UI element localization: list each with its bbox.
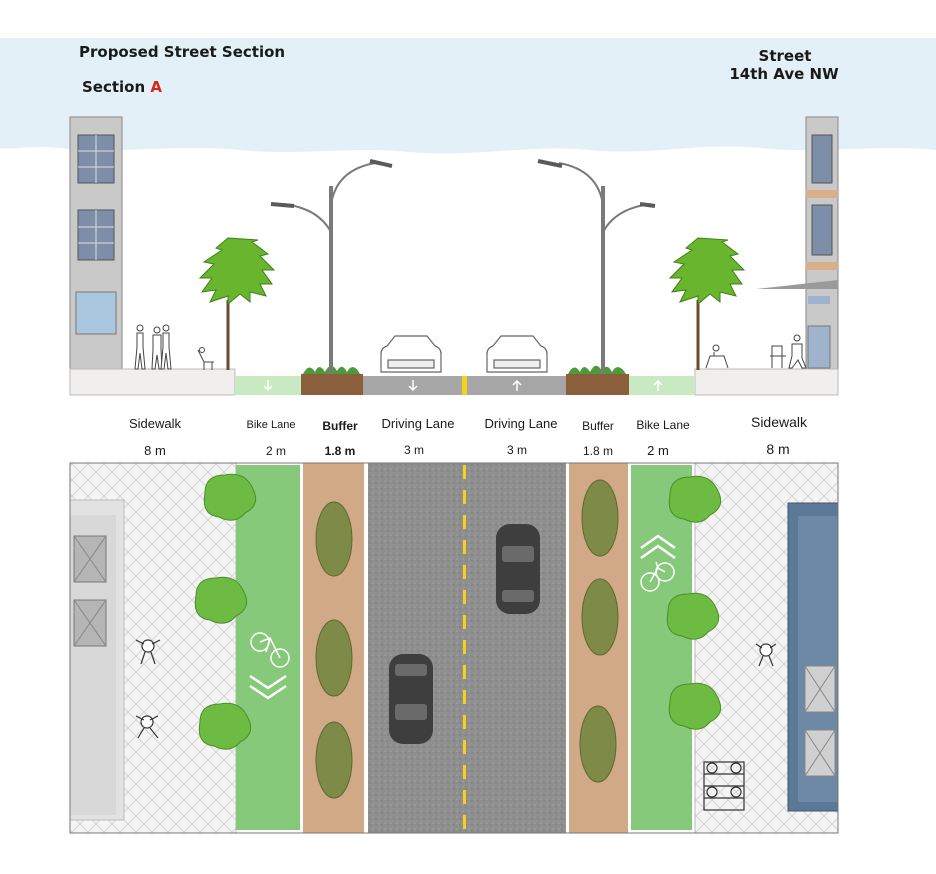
car-icon xyxy=(389,524,540,744)
section-letter: A xyxy=(150,78,162,96)
bicycle-icon xyxy=(250,561,675,668)
zone-width-sidewalk-right: 8 m xyxy=(766,441,790,457)
pedestrian-icon xyxy=(135,639,777,739)
bench-icon xyxy=(197,347,214,370)
zone-width-driving-lane-left: 3 m xyxy=(403,443,425,457)
centerline xyxy=(463,465,466,829)
zone-label-bike-lane-left: Bike Lane xyxy=(246,419,296,431)
street-label: Street xyxy=(758,47,812,65)
building-icon xyxy=(69,499,125,821)
tree-icon xyxy=(198,237,746,370)
car-icon xyxy=(380,335,548,373)
chevron-icon xyxy=(249,534,676,700)
pedestrian-icon xyxy=(134,324,172,370)
street-name: 14th Ave NW xyxy=(729,65,839,83)
bench-icon xyxy=(705,334,807,369)
diagram-title: Proposed Street Section xyxy=(79,43,286,61)
section-prefix: Section xyxy=(82,78,151,96)
zone-width-bike-lane-left: 2 m xyxy=(265,444,287,458)
zone-width-sidewalk-left: 8 m xyxy=(144,443,166,458)
shrub-icon xyxy=(315,479,619,799)
zone-label-sidewalk-right: Sidewalk xyxy=(750,414,808,430)
direction-arrow-icon xyxy=(263,379,663,392)
building-icon xyxy=(756,116,839,370)
zone-width-buffer-right: 1.8 m xyxy=(582,444,614,458)
zone-label-sidewalk-left: Sidewalk xyxy=(128,416,182,431)
zone-label-bike-lane-right: Bike Lane xyxy=(636,418,690,432)
sky-background xyxy=(0,38,936,154)
street-light-icon xyxy=(270,159,656,374)
zone-label-buffer-left: Buffer xyxy=(322,419,358,433)
tree-icon xyxy=(194,473,722,750)
street-elevation xyxy=(69,116,839,396)
zone-label-buffer-right: Buffer xyxy=(582,419,614,433)
zone-label-driving-lane-right: Driving Lane xyxy=(484,416,558,431)
bike-rack-icon xyxy=(703,761,745,811)
zone-label-driving-lane-left: Driving Lane xyxy=(381,416,455,431)
zone-width-driving-lane-right: 3 m xyxy=(506,443,528,457)
zone-width-bike-lane-right: 2 m xyxy=(647,443,669,458)
building-icon xyxy=(69,116,123,370)
zone-width-buffer-left: 1.8 m xyxy=(324,444,356,458)
building-icon xyxy=(787,502,839,812)
section-label: Section A xyxy=(82,78,162,96)
